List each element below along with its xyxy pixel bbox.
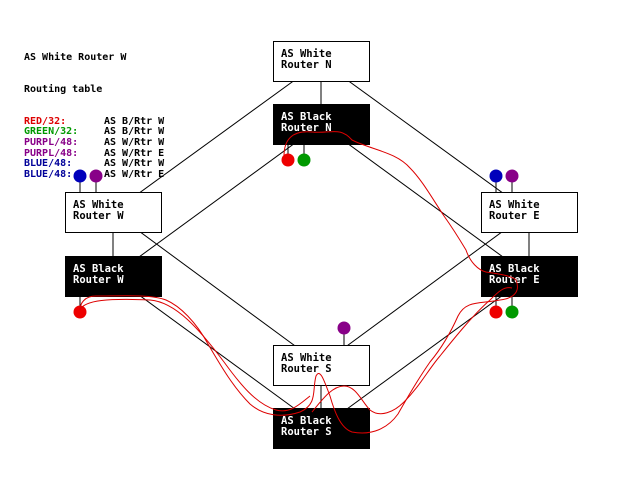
router-box [273,345,370,386]
legend-route: AS W/Rtr W [104,136,165,148]
router-label-line1: AS White [73,199,124,211]
router-label-line2: Router N [281,59,332,71]
link-line [320,123,530,277]
router-label-line1: AS Black [281,111,332,123]
router-box [65,256,162,297]
router-box [481,256,578,297]
router-label-line1: AS Black [73,263,124,275]
router-label-line2: Router E [489,274,540,286]
router-box [481,192,578,233]
blue-prefix-dot [73,169,87,183]
legend-prefix: PURPL/48: [24,147,79,159]
legend-row: BLUE/48: AS W/Rtr E [24,168,165,181]
legend-prefix: BLUE/48: [24,158,73,170]
router-box [273,408,370,449]
purple-prefix-dot [337,321,351,335]
red-prefix-dot [73,305,87,319]
router-label-line2: Router W [73,210,124,222]
router-box [65,192,162,233]
legend-route: AS B/Rtr W [104,115,165,127]
router-label-line2: Router W [73,274,124,286]
router-label-line2: Router S [281,426,332,438]
link-line [112,123,322,277]
legend-prefix: RED/32: [24,115,67,127]
purple-prefix-dot [89,169,103,183]
legend-prefix: GREEN/32: [24,126,79,138]
legend-row: GREEN/32: AS B/Rtr W [24,127,164,138]
route-trace-line [79,298,311,412]
router-box [273,41,370,82]
route-trace-line [79,131,518,434]
router-label-line1: AS White [281,48,332,60]
router-label-line2: Router N [281,122,332,134]
legend-row: BLUE/48: AS W/Rtr W [24,159,164,170]
traced-path [79,131,518,434]
legend-route: AS B/Rtr W [104,126,165,138]
blue-prefix-dot [489,169,503,183]
link-line [112,275,322,429]
red-prefix-dot [489,305,503,319]
route-trace-line [311,287,513,415]
red-prefix-dot [281,153,295,167]
legend-row: PURPL/48: AS W/Rtr W [24,136,165,149]
purple-prefix-dot [505,169,519,183]
green-prefix-dot [505,305,519,319]
router-label-line2: Router S [281,363,332,375]
legend-row: PURPL/48: AS W/Rtr E [24,147,165,160]
router-label-line1: AS White [489,199,540,211]
prefix-pins [73,144,519,345]
legend-prefix: PURPL/48: [24,136,79,148]
link-line [320,60,530,213]
legend-subtitle: Routing table [24,83,103,95]
router-label-line1: AS Black [281,415,332,427]
legend-route: AS W/Rtr W [104,158,165,170]
green-prefix-dot [297,153,311,167]
router-label-line1: AS White [281,352,332,364]
router-label-line2: Router E [489,210,540,222]
link-line [320,211,530,366]
legend-route: AS W/Rtr E [104,168,165,180]
legend-row: RED/32: AS B/Rtr W [24,115,165,128]
legend-prefix: BLUE/48: [24,168,73,180]
routing-table-legend: AS White Router W Routing table RED/32: A… [24,32,164,191]
legend-route: AS W/Rtr E [104,147,165,159]
legend-title: AS White Router W [24,52,127,64]
router-label-line1: AS Black [489,263,540,275]
link-line [112,211,322,366]
link-line [112,60,322,213]
